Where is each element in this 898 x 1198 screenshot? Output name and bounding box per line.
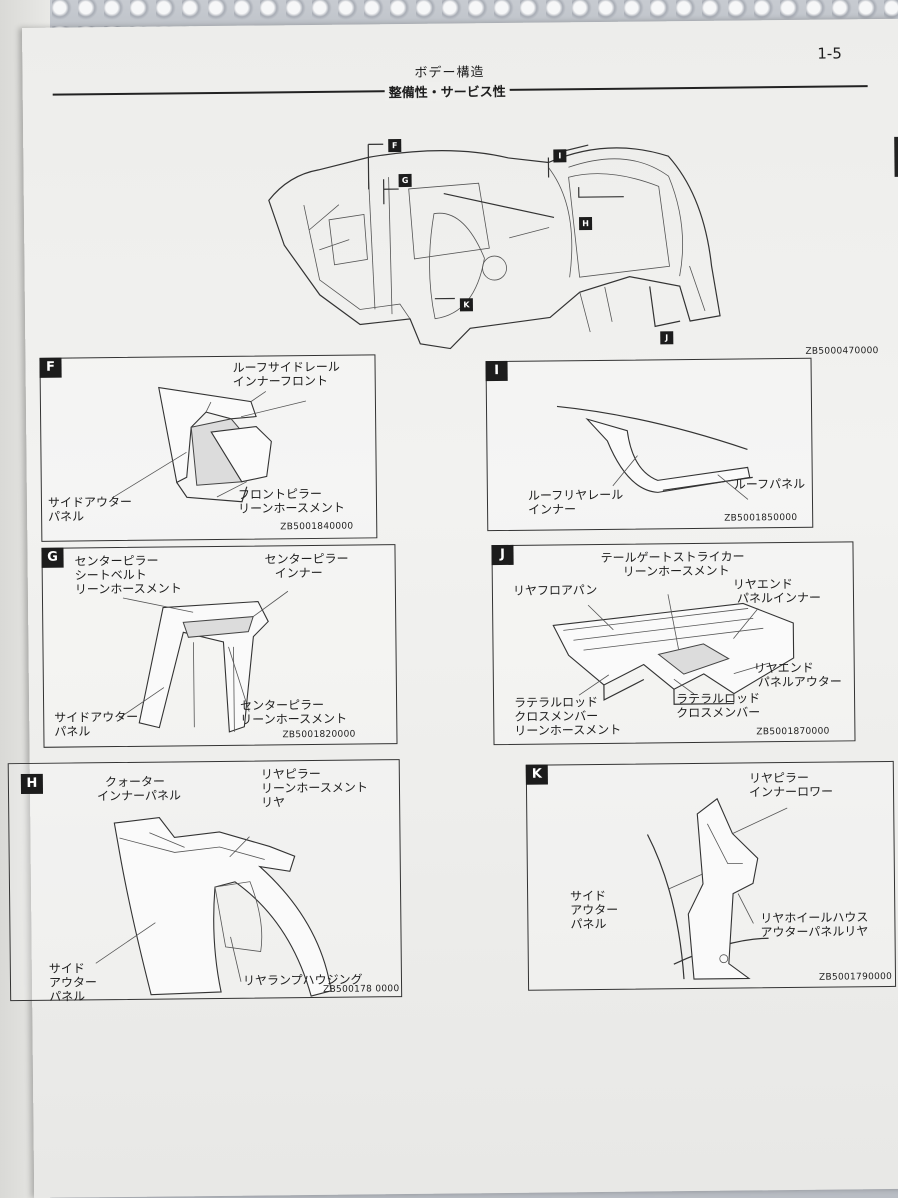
label-panel-inner: パネルインナー xyxy=(736,590,822,606)
page-number: 1-5 xyxy=(817,44,842,63)
label-seat-belt: シートベルト xyxy=(74,567,147,583)
panel-k-drawing xyxy=(646,797,788,980)
label-inner-panel: インナーパネル xyxy=(96,788,182,804)
panel-k-code: ZB5001790000 xyxy=(818,971,893,983)
label-quarter: クォーター xyxy=(104,774,165,790)
label-outer-h: アウター xyxy=(48,975,98,990)
label-lateral-rod-2: ラテラルロッド xyxy=(675,691,761,707)
label-side-k: サイド xyxy=(570,888,607,904)
label-reinforcement-j2: リーンホースメント xyxy=(514,722,622,738)
callout-f: F xyxy=(388,139,402,153)
panel-f-drawing xyxy=(111,386,307,503)
label-rear-pillar-h: リヤピラー xyxy=(260,766,321,782)
label-inner: インナー xyxy=(527,502,577,517)
section-title: 整備性・サービス性 xyxy=(384,80,510,102)
main-figure-code: ZB5000470000 xyxy=(805,346,879,357)
panel-g-code: ZB5001820000 xyxy=(282,729,356,741)
label-rear-h: リヤ xyxy=(261,795,286,810)
body-structure-drawing xyxy=(268,143,721,350)
label-roof-side-rail: ルーフサイドレール xyxy=(232,359,340,375)
callout-h: H xyxy=(579,217,593,231)
label-panel: パネル xyxy=(48,509,85,524)
panel-i: I ルーフリヤレール インナー ルーフパネル ZB5001850000 xyxy=(485,357,814,532)
label-cross-member-2: クロスメンバー xyxy=(676,705,761,721)
label-rear-end-2: リヤエンド xyxy=(753,660,814,676)
label-reinforcement-1: リーンホースメント xyxy=(74,581,182,597)
panel-g: G センターピラー シートベルト リーンホースメント センターピラー インナー … xyxy=(41,544,398,748)
panel-f: F ルーフサイドレール インナーフロント サイドアウター パネル フロントピラー… xyxy=(39,354,378,542)
label-panel-h: パネル xyxy=(49,989,86,1004)
label-front-pillar: フロントピラー xyxy=(237,486,322,502)
label-rear-floor-pan: リヤフロアパン xyxy=(512,583,598,598)
panel-i-code: ZB5001850000 xyxy=(724,512,798,524)
label-side-outer: サイドアウター xyxy=(47,494,133,510)
label-lateral-rod-1: ラテラルロッド xyxy=(514,695,599,710)
callout-k: K xyxy=(459,298,473,312)
panel-i-drawing xyxy=(556,405,753,500)
panel-f-code: ZB5001840000 xyxy=(280,521,354,533)
label-center-pillar-3: センターピラー xyxy=(240,697,325,713)
label-center-pillar-1: センターピラー xyxy=(74,553,159,569)
label-reinforcement: リーンホースメント xyxy=(237,500,345,516)
label-reinforcement-2: リーンホースメント xyxy=(240,711,348,727)
panel-k: K リヤピラー インナーロワー サイド アウター パネル リヤホイールハウス ア… xyxy=(525,760,897,991)
callout-j: J xyxy=(660,331,674,345)
chapter-title: ボデー構造 xyxy=(414,65,485,81)
label-roof-rear-rail: ルーフリヤレール xyxy=(527,487,624,503)
main-body-figure: F G I H K J xyxy=(248,116,730,361)
panel-j-code: ZB5001870000 xyxy=(756,726,830,738)
label-reinforcement-h: リーンホースメント xyxy=(260,780,368,796)
panel-j-drawing xyxy=(552,594,795,705)
label-outer-k: アウター xyxy=(570,902,619,918)
label-inner-lower: インナーロワー xyxy=(748,784,834,800)
panel-j: J テールゲートストライカー リーンホースメント リヤフロアパン リヤエンド パ… xyxy=(491,541,856,746)
label-center-pillar-2: センターピラー xyxy=(264,551,349,567)
label-tailgate-striker: テールゲートストライカー xyxy=(600,549,745,565)
callout-g: G xyxy=(398,173,412,188)
page-edge-marker xyxy=(894,136,898,177)
manual-page: ボデー構造 1-5 整備性・サービス性 xyxy=(7,18,898,1198)
panel-g-drawing xyxy=(119,590,289,733)
panel-h-code: ZB500178 0000 xyxy=(323,984,400,995)
label-rear-end-1: リヤエンド xyxy=(732,576,793,592)
label-panel-g: パネル xyxy=(54,724,91,739)
label-panel-outer: パネルアウター xyxy=(757,674,842,690)
panel-h: H クォーター インナーパネル リヤピラー リーンホースメント リヤ サイド ア… xyxy=(7,759,403,1004)
label-reinforcement-j1: リーンホースメント xyxy=(622,563,730,579)
label-side-h: サイド xyxy=(48,961,85,976)
label-rear-pillar-k: リヤピラー xyxy=(748,770,809,786)
label-outer-panel-rear: アウターパネルリヤ xyxy=(760,924,869,940)
label-cross-member-1: クロスメンバー xyxy=(514,709,599,724)
label-roof-panel: ルーフパネル xyxy=(733,476,806,492)
label-inner-front: インナーフロント xyxy=(232,373,329,389)
panel-h-drawing xyxy=(95,817,332,997)
callout-i: I xyxy=(553,149,567,163)
label-inner-g: インナー xyxy=(274,565,323,581)
label-panel-k: パネル xyxy=(570,916,607,932)
label-side-outer-g: サイドアウター xyxy=(54,709,139,725)
label-rear-wheel-house: リヤホイールハウス xyxy=(760,910,869,926)
